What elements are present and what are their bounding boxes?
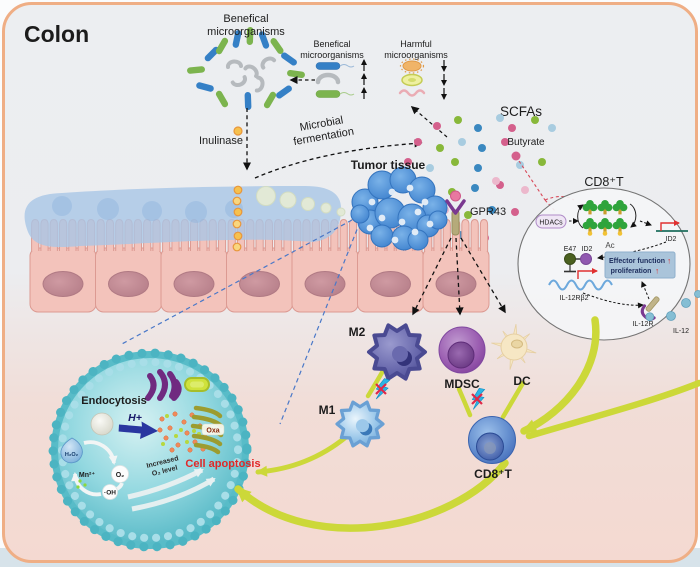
cd8t-panel-title: CD8⁺T [584,175,624,189]
fermentation-to-scfa-arrow [254,139,423,179]
harmful-legend-line2: microorganisms [384,50,448,60]
beneficial-legend-line2: microorganisms [300,50,364,60]
histone-to-id2-arrow [639,220,652,227]
cell-apoptosis-label: Cell apoptosis [185,458,260,470]
nanoparticle-trail [256,186,346,217]
histone-cluster-icon [577,200,637,236]
dendritic-cell-icon [490,323,538,371]
endocytosis-label: Endocytosis [81,395,146,407]
effector-label-line1: Effector function [609,258,665,265]
beneficial-legend-icons [315,59,367,99]
yellow-effect-arrows [234,316,700,532]
dc-label: DC [513,374,531,388]
h-plus-label: H+ [128,412,142,424]
wave-to-receptor-arrow [582,292,644,309]
effector-up-arrow1: ↑ [667,257,671,266]
o2-circle-icon [111,465,129,483]
butyrate-dot-icon [511,151,521,161]
oxa-label: Oxa [206,428,219,435]
cd8t-cell-label: CD8⁺T [474,467,512,481]
cd8t-pathway-panel: CD8⁺T HDACs Ac ID2 E47 ID2 IL-12Rβ2 Effe… [517,175,700,341]
effector-up-arrow2: ↑ [655,267,659,276]
hdacs-label: HDACs [539,220,563,227]
gpr43-signal-arrows [412,237,506,316]
mn-label: Mn²⁺ [79,471,95,479]
beneficial-cluster-label-line2: microorganisms [207,26,285,38]
il12-label: IL-12 [673,328,689,335]
hdacs-pill [535,214,567,229]
oxa-badge [201,423,225,436]
receptor-to-effector-arrow [641,281,650,300]
butyrate-label: Butyrate [507,137,545,148]
scfas-label: SCFAs [500,104,542,119]
mitochondria-icon [145,369,182,401]
scfa-to-harmful-arrow [410,106,448,138]
id2-to-complex-arrow [597,241,667,261]
mdsc-cell-icon [438,326,486,374]
oh-circle-icon [102,484,118,500]
effector-label-line2: proliferation [611,268,652,275]
released-drug-dots [157,411,208,453]
il12rb2-transcription-arrow [577,268,598,279]
id2-protein-label: ID2 [582,246,593,253]
tumor-tissue-icon [350,166,448,251]
ac-label: Ac [605,241,614,250]
e47-id2-complex-icon [564,253,592,273]
blocked-signal-icons [373,376,486,412]
m1-label: M1 [319,403,336,417]
beneficial-legend-line1: Benefical [313,39,350,49]
id2-gene-label: ID2 [666,236,677,243]
dna-wave-icon [548,279,613,291]
harmful-legend-line1: Harmful [400,39,432,49]
capsule-inner [190,381,204,388]
mdsc-label: MDSC [444,377,480,391]
tumor-tissue-label: Tumor tissue [351,158,426,172]
cd8t-cell-icon [468,416,516,464]
inulinase-label: Inulinase [199,135,243,147]
o2-label: O₂ [116,472,125,479]
m2-label: M2 [349,325,366,339]
h-plus-arrow-icon [118,421,158,439]
inulinase-dot-icon [233,126,243,136]
il12r-label: IL-12R [632,321,653,328]
effector-function-box [604,251,676,279]
beneficial-cluster-label-line1: Benefical [223,13,268,25]
h2o2-droplet-icon [60,437,83,464]
nanoparticle-sphere-icon [90,412,114,436]
m1-macrophage-icon [335,400,385,448]
h2o2-label: H₂O₂ [65,452,79,458]
id2-gene-icon [656,220,688,232]
green-electron-dots [76,479,87,489]
il12r-receptor-icon [640,296,660,322]
zoom-callout-lines [119,219,361,425]
harmful-legend-icons [398,58,447,100]
oh-label: ·OH [104,490,116,497]
inulinase-dot-column [232,185,243,252]
tumor-cell-inset [48,348,252,552]
increased-o2-swoosh-arrows [127,467,216,512]
e47-label: E47 [564,246,577,253]
il12rb2-label: IL-12Rβ2 [560,295,589,302]
m2-macrophage-icon [367,323,427,381]
gpr43-receptor-icon [445,190,466,236]
il12-dots-icon [666,290,700,321]
gpr43-label: GPR43 [470,206,506,218]
page-title: Colon [24,21,89,47]
